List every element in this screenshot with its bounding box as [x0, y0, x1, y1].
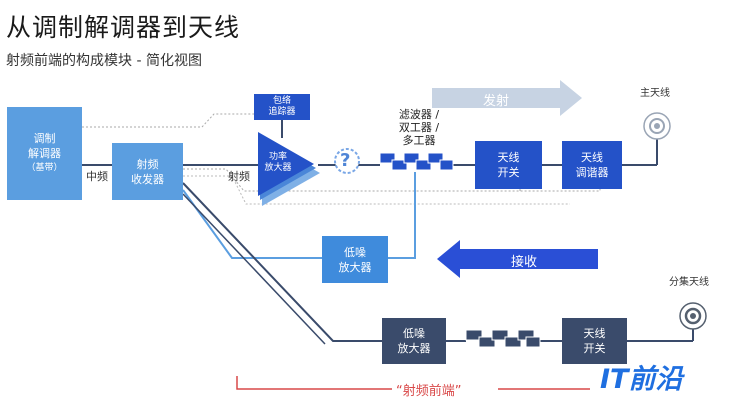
filter-label: 滤波器 / 双工器 / 多工器: [388, 108, 450, 147]
filter-tiles: [379, 152, 454, 171]
antenna-tuner-block: 天线 调谐器: [562, 141, 622, 189]
antenna-switch-block: 天线 开关: [475, 141, 542, 189]
main-antenna-icon: [643, 112, 671, 140]
main-antenna-label: 主天线: [640, 88, 670, 99]
diversity-antenna-icon: [679, 302, 707, 330]
lna1-label-line1: 低噪: [344, 245, 366, 259]
question-circle: [334, 148, 360, 174]
question-mark: ?: [340, 150, 351, 171]
receive-label: 接收: [511, 255, 538, 270]
watermark-text: IT前沿: [600, 363, 683, 395]
switch1-label-line1: 天线: [497, 151, 520, 164]
tuner-label-line2: 调谐器: [575, 166, 609, 179]
pa-label: 功率 放大器: [256, 150, 300, 176]
envelope-label-line1: 包络: [272, 96, 291, 106]
control-line-modem-envelope: [82, 113, 255, 128]
modem-block: 调制 解调器 （基带）: [7, 107, 82, 200]
filter-tiles-diversity: [465, 329, 541, 348]
lna-block-primary: 低噪 放大器: [322, 236, 388, 283]
switch2-label-line2: 开关: [583, 342, 606, 355]
page-subtitle: 射频前端的构成模块 - 简化视图: [6, 53, 202, 69]
lna1-label-line2: 放大器: [338, 260, 372, 274]
link-filter-lna1: [388, 172, 416, 259]
tuner-label-line1: 天线: [581, 151, 603, 164]
rf-front-end-label: “射频前端”: [396, 384, 462, 399]
transceiver-label-line1: 射频: [136, 157, 159, 171]
page-title: 从调制解调器到天线: [6, 13, 241, 42]
watermark-logo: IT前沿: [600, 356, 734, 396]
rf-front-end-bracket: [236, 376, 392, 390]
pa-label-line2: 放大器: [264, 163, 292, 173]
transceiver-block: 射频 收发器: [112, 143, 183, 200]
switch2-label-line1: 天线: [583, 327, 606, 340]
link-transceiver-lna2: [182, 182, 382, 342]
receive-arrow: [437, 240, 598, 278]
link-lna1-transceiver: [182, 189, 322, 259]
lna2-label-line1: 低噪: [403, 327, 425, 340]
envelope-label-line2: 追踪器: [268, 107, 296, 117]
switch1-label-line2: 开关: [497, 166, 520, 179]
envelope-tracker-block: 包络 追踪器: [254, 94, 310, 120]
antenna-switch-diversity-block: 天线 开关: [562, 318, 627, 364]
diversity-antenna-label: 分集天线: [669, 277, 709, 288]
transmit-arrow: [432, 80, 582, 116]
modem-label-line2: 解调器: [28, 147, 61, 160]
rf-label: 射频: [228, 170, 250, 183]
control-line-transceiver-feedback: [183, 175, 570, 205]
transmit-label: 发射: [483, 94, 510, 109]
modem-note: （基带）: [26, 163, 63, 173]
pa-triangle: [258, 132, 314, 196]
lna2-label-line2: 放大器: [397, 342, 431, 355]
pa-label-line1: 功率: [268, 152, 287, 162]
modem-label-line1: 调制: [33, 132, 56, 145]
filter-label-line3: 多工器: [402, 134, 436, 147]
transceiver-label-line2: 收发器: [131, 172, 164, 186]
link-transceiver-lna2-inner: [182, 193, 326, 345]
filter-label-line1: 滤波器 /: [398, 108, 440, 121]
lna-block-diversity: 低噪 放大器: [382, 318, 446, 364]
if-label: 中频: [86, 170, 108, 183]
control-line-modem-switch: [183, 168, 601, 192]
filter-label-line2: 双工器 /: [398, 121, 440, 134]
